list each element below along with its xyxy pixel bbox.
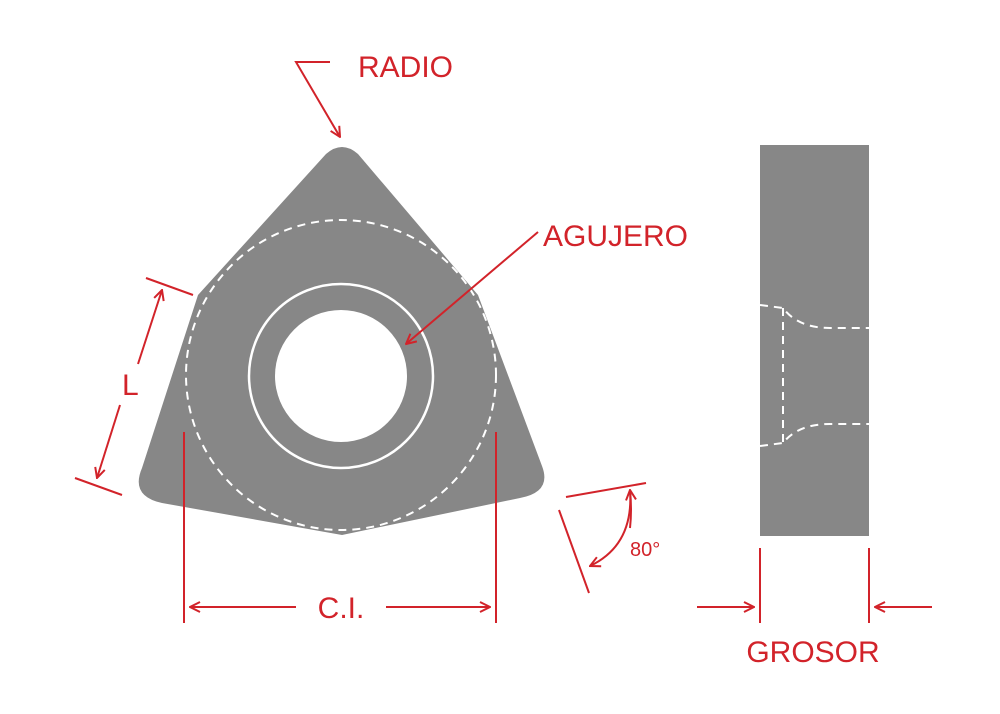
inscribed-circle-dashed — [185, 219, 497, 531]
hole-profile-dashed — [759, 304, 869, 447]
ci-label: C.I. — [318, 592, 365, 625]
l-dimension-lower — [97, 404, 121, 478]
l-extension-top — [145, 277, 194, 296]
angle-arc — [590, 489, 632, 566]
angle-label: 80° — [630, 539, 660, 561]
l-dimension-upper — [137, 290, 162, 365]
hole — [275, 310, 407, 442]
insert-side-view — [760, 145, 869, 536]
hole-countersink-ring — [247, 282, 435, 470]
grosor-label: GROSOR — [746, 636, 879, 669]
l-label: L — [122, 369, 139, 402]
radio-pointer — [294, 61, 340, 137]
angle-line-bottom — [558, 509, 590, 594]
angle-line-top — [565, 482, 647, 498]
radio-label: RADIO — [358, 51, 453, 84]
l-extension-bottom — [74, 477, 123, 496]
agujero-label: AGUJERO — [543, 220, 688, 253]
agujero-pointer — [406, 231, 539, 344]
